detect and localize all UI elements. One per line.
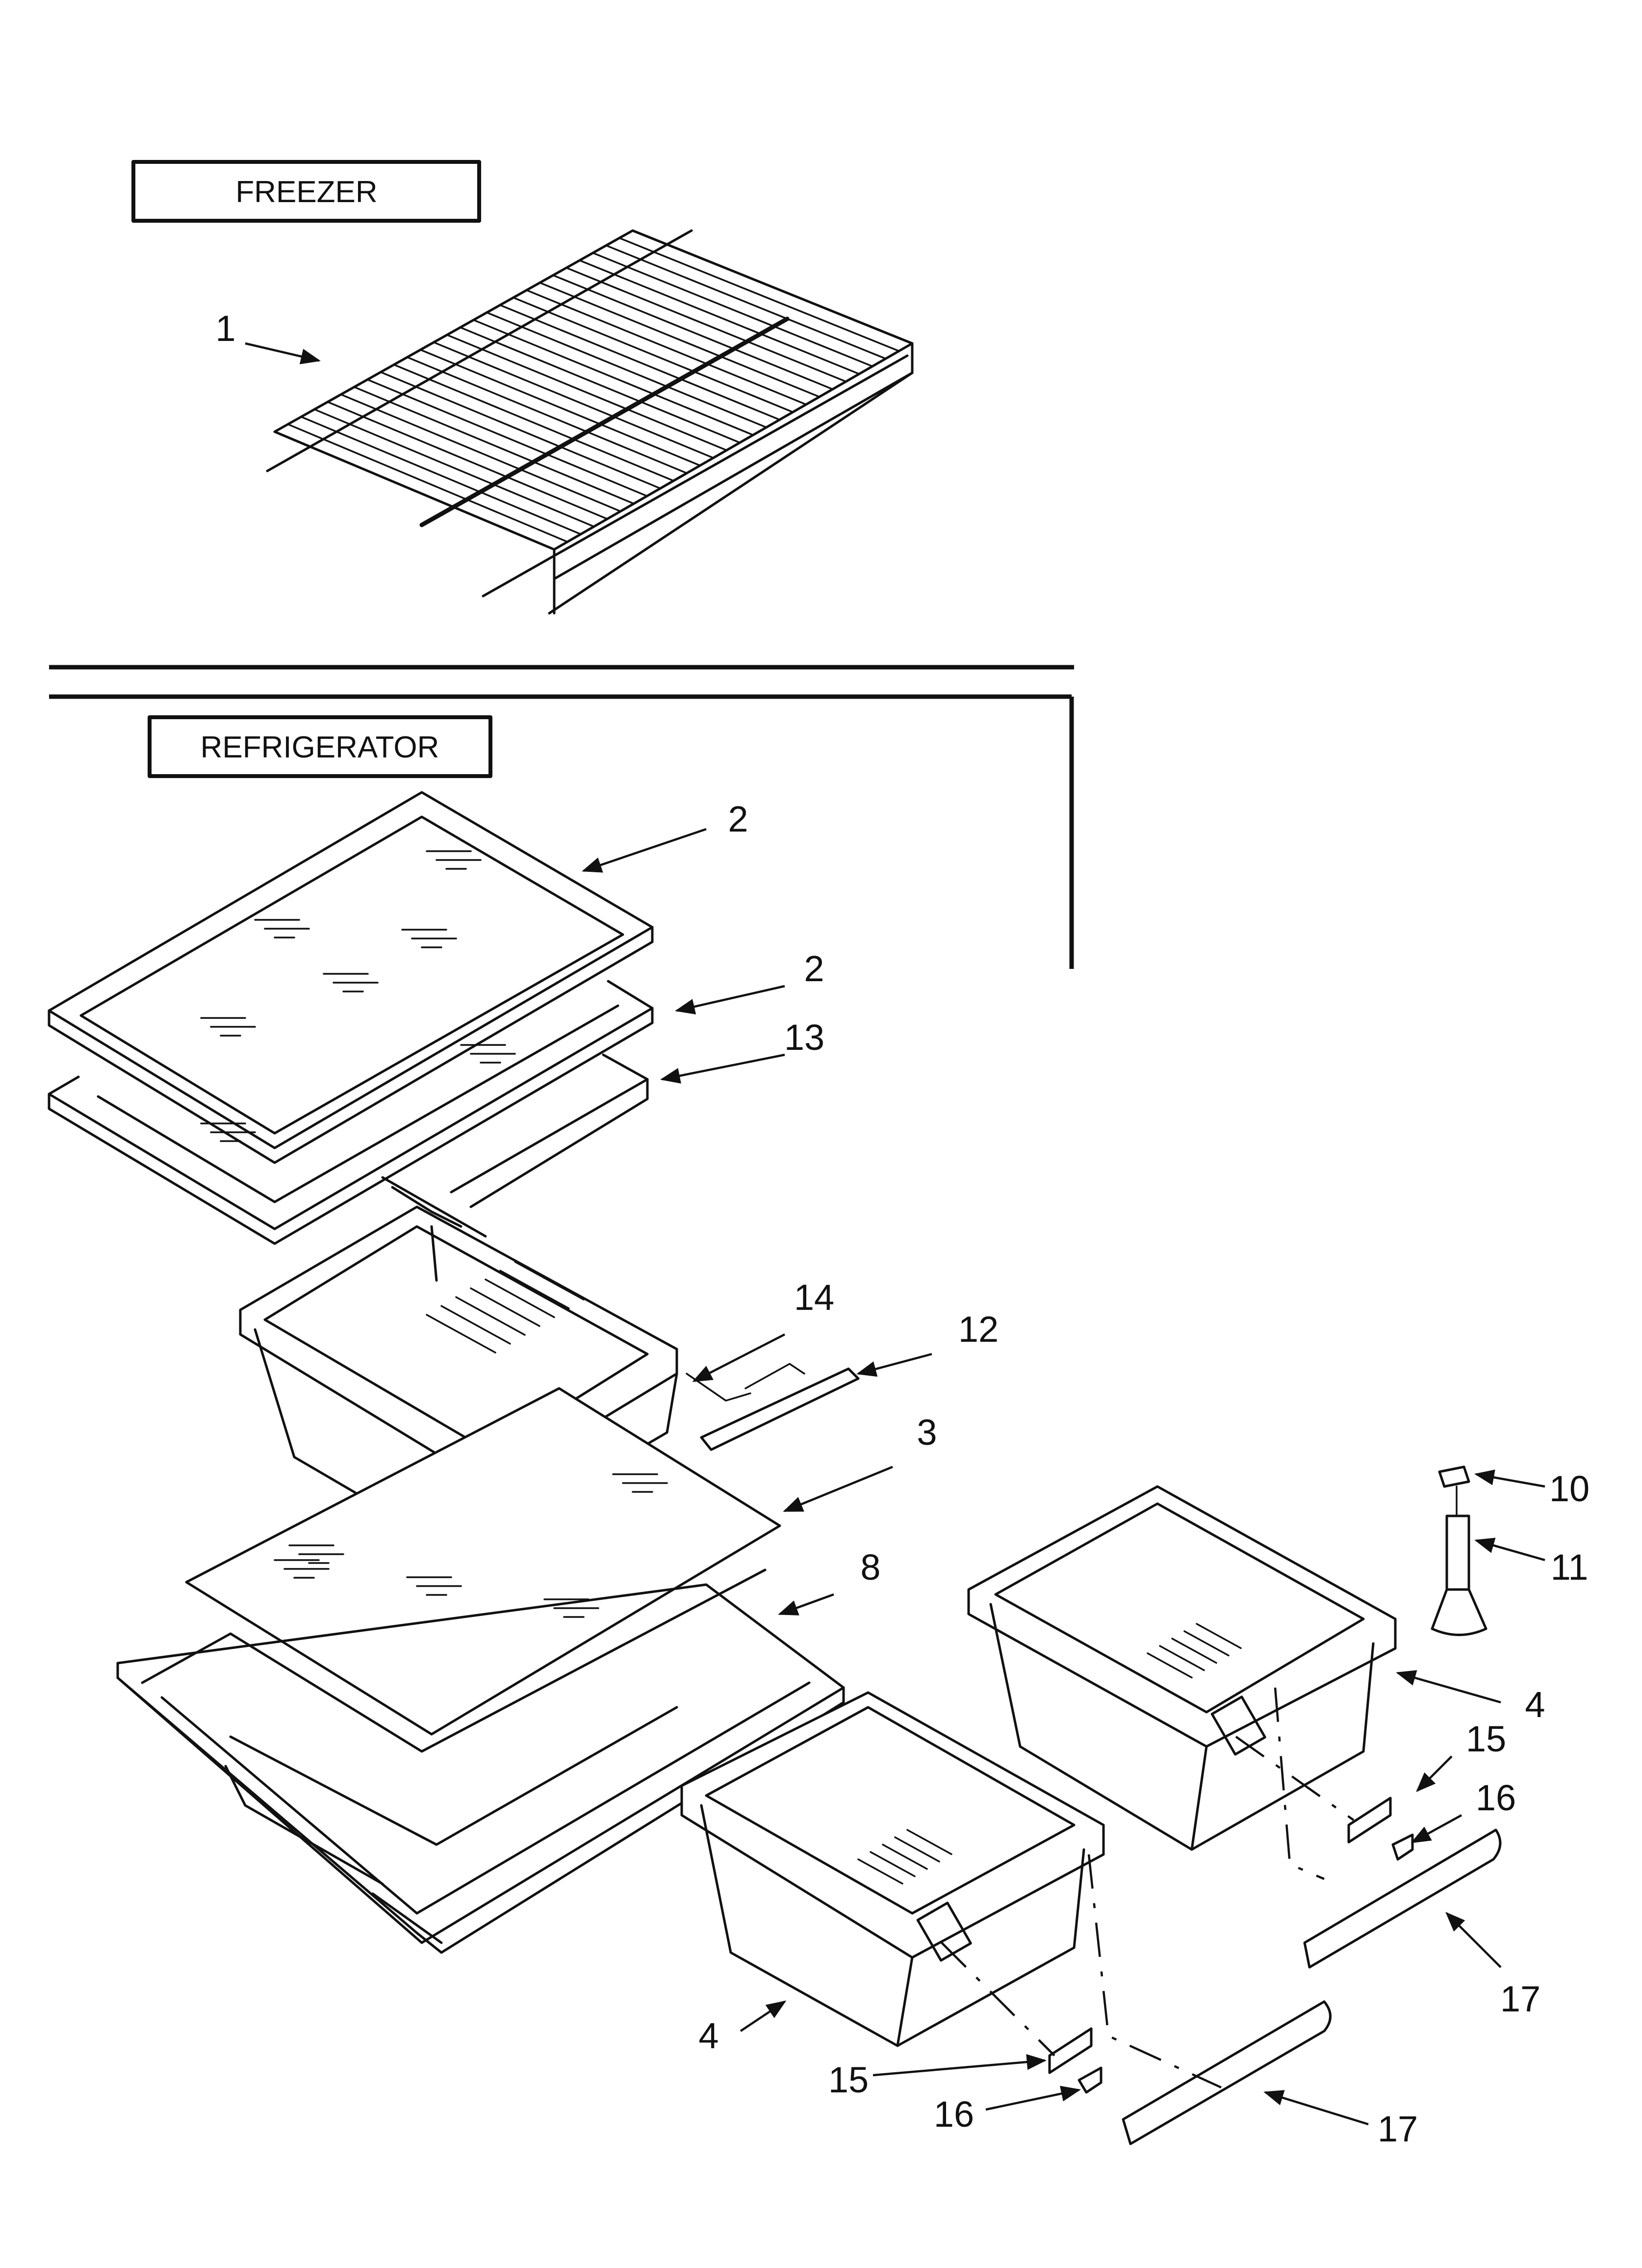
callout-17-right: 17 <box>1500 1979 1540 2019</box>
drawing-stroke <box>565 267 847 383</box>
drawing-stroke <box>455 1296 526 1336</box>
drawing-stroke <box>1159 1645 1205 1671</box>
drawing-stroke <box>894 1836 940 1863</box>
refrigerator-label: REFRIGERATOR <box>201 730 439 764</box>
drawing-stroke <box>539 282 821 398</box>
drawing-stroke <box>485 1278 555 1318</box>
drawing-stroke <box>274 431 555 550</box>
callout-17-left: 17 <box>1378 2109 1418 2149</box>
drawing-stroke <box>446 334 728 451</box>
drawing-stroke <box>380 371 662 490</box>
clips-left <box>1048 2027 1103 2094</box>
callout-13: 13 <box>784 1017 824 1058</box>
glass-shelf-top <box>48 791 654 1164</box>
drawing-stroke <box>1147 1652 1193 1679</box>
slide-rail-pieces <box>686 1363 860 1451</box>
drawing-stroke <box>426 1314 496 1354</box>
drawing-stroke <box>433 341 715 459</box>
drawing-stroke <box>514 1261 585 1301</box>
callout-8: 8 <box>860 1547 880 1588</box>
freezer-label: FREEZER <box>235 175 377 209</box>
callouts: 1 2 2 13 14 12 3 8 10 11 4 15 16 17 4 15… <box>215 308 1590 2149</box>
shelf-frame <box>381 1053 649 1238</box>
callout-4-right: 4 <box>1525 1684 1545 1725</box>
drawing-stroke <box>632 230 913 344</box>
drawing-stroke <box>472 319 754 436</box>
drawing-stroke <box>313 408 595 528</box>
drawing-stroke <box>499 304 781 421</box>
drawing-stroke <box>327 401 608 520</box>
drawing-stroke <box>552 274 834 391</box>
callout-10: 10 <box>1549 1468 1590 1509</box>
freezer-label-box <box>131 160 481 223</box>
drawing-stroke <box>592 252 873 367</box>
drawing-stroke <box>1196 1623 1242 1649</box>
callout-15-left: 15 <box>828 2059 869 2100</box>
callout-15-right: 15 <box>1466 1719 1506 1759</box>
freezer-section: FREEZER <box>131 160 914 615</box>
drawing-stroke <box>579 259 860 375</box>
drawing-stroke <box>1171 1638 1217 1664</box>
refrigerator-section: REFRIGERATOR <box>48 715 1502 2145</box>
drawing-stroke <box>300 416 582 535</box>
drawing-stroke <box>406 356 688 474</box>
drawing-stroke <box>366 378 648 497</box>
callout-16-right: 16 <box>1476 1777 1516 1818</box>
drawing-stroke <box>393 364 675 482</box>
drawing-stroke <box>870 1851 916 1877</box>
freezer-wire-shelf <box>266 229 914 615</box>
drawing-stroke <box>499 1270 570 1309</box>
refrigerator-label-box <box>148 715 492 778</box>
drawing-stroke <box>470 1287 540 1327</box>
callout-2-top: 2 <box>728 799 748 839</box>
drawing-stroke <box>1183 1630 1230 1657</box>
drawing-stroke <box>605 244 887 360</box>
callout-11: 11 <box>1551 1547 1589 1588</box>
callout-14: 14 <box>794 1277 834 1318</box>
trim-rail-right <box>1303 1828 1502 1969</box>
drawing-stroke <box>525 289 807 406</box>
callout-3: 3 <box>917 1412 937 1453</box>
crisper-drawer-left <box>680 1691 1105 2047</box>
drawing-stroke <box>419 349 701 467</box>
crisper-cover-glass <box>185 1387 781 1736</box>
drawing-stroke <box>287 423 568 543</box>
callout-2-second: 2 <box>804 948 824 989</box>
callout-1: 1 <box>215 308 235 349</box>
drawing-stroke <box>882 1844 928 1870</box>
drawing-stroke <box>440 1305 511 1345</box>
drawing-stroke <box>512 296 794 413</box>
crisper-frame <box>116 1568 845 1954</box>
trim-rail-left <box>1122 2000 1332 2145</box>
drawing-stroke <box>906 1829 952 1855</box>
clips-right <box>1347 1797 1414 1861</box>
callout-12: 12 <box>958 1309 999 1350</box>
drawing-stroke <box>459 326 741 443</box>
section-divider <box>49 665 1074 969</box>
callout-4-left: 4 <box>698 2015 718 2056</box>
water-filter <box>1431 1465 1488 1636</box>
assembly-lines <box>941 1687 1355 2089</box>
drawing-stroke <box>618 237 900 352</box>
drawing-stroke <box>486 312 768 428</box>
callout-16-left: 16 <box>934 2094 974 2135</box>
drawing-stroke <box>353 386 635 505</box>
crisper-drawer-right <box>967 1485 1397 1851</box>
glass-shelf-second <box>48 980 654 1245</box>
drawing-stroke <box>340 393 621 512</box>
drawing-stroke <box>857 1858 903 1885</box>
